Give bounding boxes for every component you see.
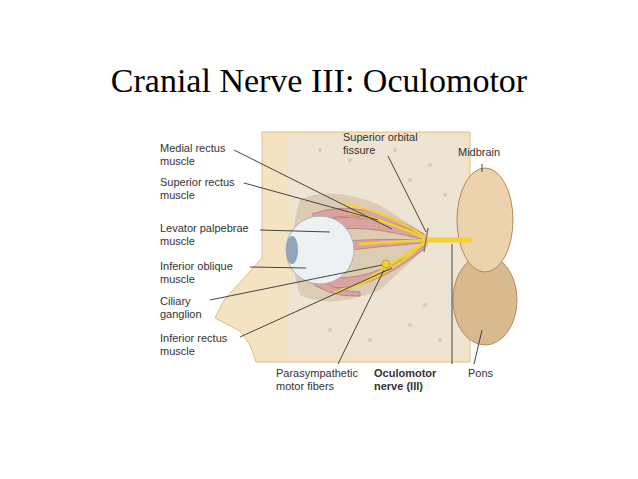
part-label: Inferior rectus muscle <box>160 332 240 358</box>
part-label: Levator palpebrae muscle <box>160 222 258 248</box>
part-label: Midbrain <box>458 146 518 159</box>
oculomotor-nerve <box>335 204 470 292</box>
part-label: Oculomotor nerve (III) <box>374 367 446 393</box>
leader-lines <box>210 150 482 364</box>
part-label: Parasympathetic motor fibers <box>276 367 366 393</box>
iris <box>286 236 298 264</box>
ciliary-ganglion-shape <box>382 260 390 268</box>
part-label: Inferior oblique muscle <box>160 260 248 286</box>
part-label: Pons <box>468 367 508 380</box>
midbrain-shape <box>457 168 513 272</box>
eyeball <box>286 216 354 284</box>
slide-title: Cranial Nerve III: Oculomotor <box>0 62 638 100</box>
head-profile <box>215 132 470 362</box>
part-label: Superior rectus muscle <box>160 176 244 202</box>
part-label: Medial rectus muscle <box>160 142 238 168</box>
part-label: Ciliary ganglion <box>160 295 210 321</box>
part-label: Superior orbital fissure <box>343 131 423 157</box>
